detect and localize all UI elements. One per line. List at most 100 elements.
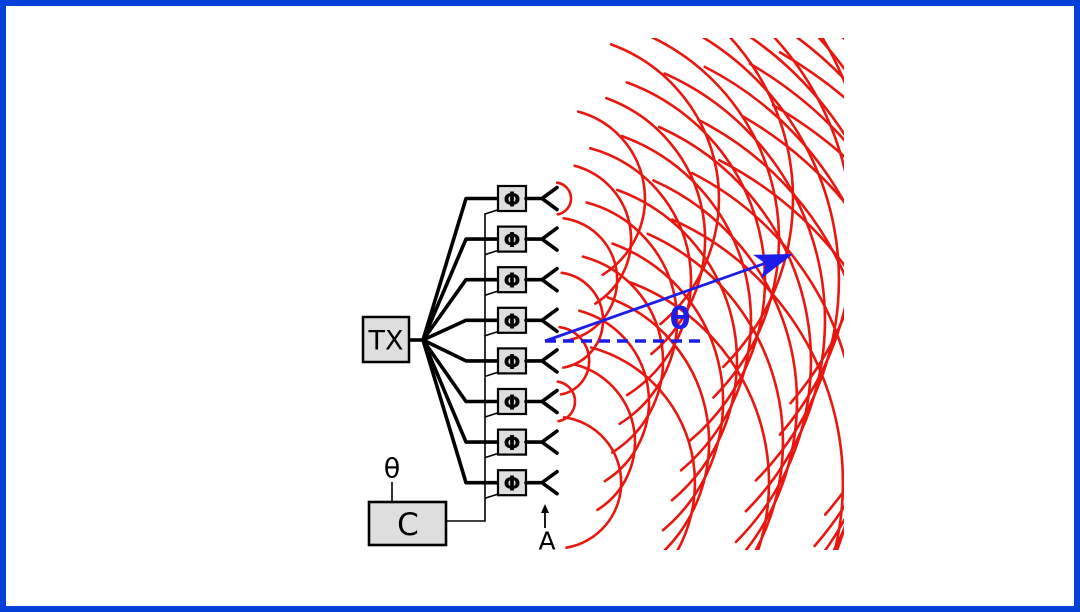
feed-network bbox=[409, 196, 500, 522]
phase-shifter-label: Φ bbox=[503, 188, 520, 212]
beam-direction: θ bbox=[544, 254, 793, 343]
antenna-element bbox=[524, 226, 559, 252]
control-tap-line bbox=[484, 371, 500, 378]
phase-shifter-label: Φ bbox=[503, 350, 520, 374]
phase-shifter-2: Φ bbox=[496, 266, 528, 294]
wavefront-arc bbox=[578, 309, 651, 483]
wavefront-arc bbox=[703, 65, 844, 550]
wavefront-arc bbox=[562, 217, 619, 343]
wavefront-arc bbox=[718, 158, 844, 268]
wavefront-arc bbox=[741, 115, 844, 204]
antenna-element bbox=[524, 388, 559, 415]
phase-shifter-box bbox=[496, 428, 528, 456]
wavefront-arc bbox=[611, 242, 725, 532]
wavefront-arc bbox=[748, 62, 844, 142]
rf-feed-line bbox=[421, 277, 500, 342]
wavefront-arc bbox=[771, 103, 844, 159]
rf-feed-line bbox=[421, 338, 500, 485]
antenna-pointer-arrowhead-icon bbox=[541, 504, 549, 513]
phase-shifter-7: Φ bbox=[496, 469, 528, 497]
phase-shifter-label: Φ bbox=[503, 309, 520, 333]
wavefront-arc bbox=[670, 218, 844, 550]
phase-shifter-box bbox=[496, 184, 528, 213]
wavefront-arc bbox=[785, 0, 1015, 482]
wavefront-arc bbox=[749, 38, 844, 548]
control-tap-line bbox=[484, 411, 500, 418]
wavefront-arc bbox=[588, 147, 693, 397]
beam-arrow-shaft bbox=[544, 261, 767, 343]
wavefront-arc bbox=[581, 255, 665, 454]
wavefront-arc bbox=[589, 346, 697, 550]
controller: θ C bbox=[367, 454, 448, 547]
rf-feed-line bbox=[421, 237, 500, 342]
wavefront-arc bbox=[626, 280, 771, 550]
wavefront-arc bbox=[560, 271, 605, 369]
control-tap-line bbox=[484, 208, 500, 215]
wavefront-arc bbox=[841, 38, 844, 41]
wavefront-arc bbox=[555, 181, 573, 216]
wavefront-arc bbox=[606, 296, 711, 550]
wavefront-arc bbox=[764, 0, 973, 578]
wavefront-arc bbox=[577, 110, 647, 277]
wavefront-arc bbox=[817, 38, 844, 516]
rf-feed-line bbox=[421, 196, 500, 342]
antenna-element bbox=[524, 266, 559, 293]
phase-shifter-4: Φ bbox=[496, 347, 528, 375]
controller-theta-label: θ bbox=[384, 454, 401, 485]
phase-shifter-5: Φ bbox=[496, 387, 528, 416]
beam-angle-label: θ bbox=[670, 302, 691, 337]
wavefront-arcs bbox=[555, 0, 1015, 578]
antenna-element bbox=[524, 185, 559, 212]
wavefront-arc bbox=[562, 416, 623, 549]
control-tap-line bbox=[484, 249, 500, 256]
wavefront-arc bbox=[722, 38, 795, 369]
phase-shifter-3: Φ bbox=[496, 306, 528, 334]
rf-feed-line bbox=[421, 338, 500, 363]
phase-shifter-label: Φ bbox=[503, 228, 520, 252]
rf-feed-line bbox=[421, 338, 500, 444]
wavefront-arc bbox=[690, 171, 844, 550]
wavefront-arc bbox=[605, 96, 707, 356]
antenna-element bbox=[524, 429, 559, 455]
antenna-array-pointer: A bbox=[538, 504, 556, 556]
phase-shifter-box bbox=[496, 306, 528, 334]
wavefront-arc bbox=[609, 43, 721, 326]
wavefront-arc bbox=[778, 51, 844, 99]
tx-box bbox=[361, 315, 411, 364]
wavefront-arc bbox=[574, 363, 637, 512]
control-tap-line bbox=[484, 452, 500, 459]
control-bus-line bbox=[446, 213, 486, 522]
tx-transmitter: TX bbox=[361, 315, 411, 364]
controller-label: C bbox=[397, 507, 419, 543]
rf-feed-line bbox=[421, 338, 500, 404]
antenna-elements bbox=[524, 185, 559, 496]
control-tap-line bbox=[484, 289, 500, 296]
wavefront-arc bbox=[778, 0, 1001, 514]
phase-shifter-box bbox=[496, 266, 528, 294]
control-tap-line bbox=[484, 492, 500, 499]
tx-label: TX bbox=[368, 326, 404, 357]
beam-arrowhead-icon bbox=[753, 254, 793, 279]
wavefront-arc bbox=[652, 179, 799, 550]
phase-shifter-label: Φ bbox=[503, 431, 520, 455]
phase-shifter-box bbox=[496, 469, 528, 497]
wavefront-arc bbox=[650, 38, 781, 399]
phase-shifter-label: Φ bbox=[503, 472, 520, 496]
wavefront-arc bbox=[625, 81, 767, 442]
phase-shifter-label: Φ bbox=[503, 269, 520, 293]
wavefront-arc bbox=[646, 232, 785, 550]
wavefront-arc bbox=[556, 380, 577, 423]
phase-shifter-1: Φ bbox=[496, 225, 528, 253]
controller-box bbox=[367, 500, 448, 547]
antenna-array-label: A bbox=[538, 527, 555, 556]
antenna-element bbox=[524, 307, 559, 334]
antenna-element bbox=[524, 469, 559, 496]
rf-feed-line bbox=[421, 318, 500, 342]
wavefront-arc bbox=[573, 164, 633, 305]
control-tap-line bbox=[484, 330, 500, 337]
wavefront-arc bbox=[795, 38, 844, 81]
phase-shifter-label: Φ bbox=[503, 391, 520, 415]
phase-shifter-box bbox=[496, 387, 528, 416]
